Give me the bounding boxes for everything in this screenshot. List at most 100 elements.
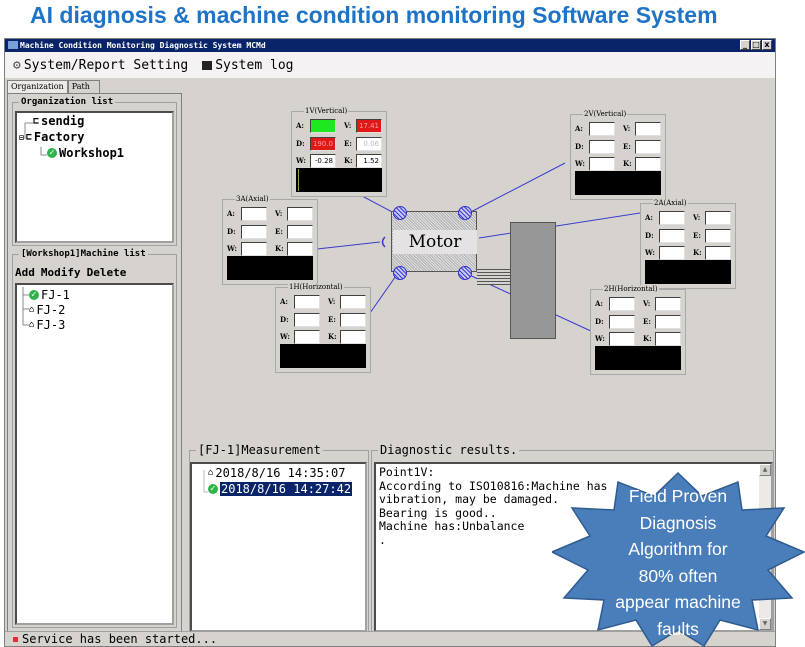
menu-system-log[interactable]: System log — [202, 58, 293, 73]
value-k — [287, 242, 313, 256]
machine-list-group: [Workshop1]Machine list Add Modify Delet… — [12, 249, 177, 628]
modify-button[interactable]: Modify — [40, 266, 81, 279]
value-a — [659, 211, 685, 225]
value-w — [589, 157, 615, 171]
value-v — [287, 207, 313, 221]
value-k — [340, 330, 366, 344]
field-label: K: — [643, 334, 652, 343]
field-label: D: — [575, 142, 584, 151]
value-v — [635, 122, 661, 136]
check-icon: ✓ — [208, 484, 218, 494]
diagnostic-line: . — [379, 532, 386, 547]
bearing-icon[interactable] — [393, 206, 407, 220]
close-button[interactable]: x — [762, 40, 772, 50]
menu-label: System log — [215, 57, 294, 73]
value-k — [635, 157, 661, 171]
field-label: E: — [643, 317, 651, 326]
add-button[interactable]: Add — [15, 266, 35, 279]
waveform-display — [645, 260, 731, 284]
scroll-up-button[interactable]: ▲ — [759, 464, 771, 476]
sensor-title: 2V(Vertical) — [583, 110, 628, 118]
status-bar: Service has been started... — [5, 631, 775, 646]
sensor-panel-2a[interactable]: 2A(Axial) A: V: D: E: W: K: — [640, 199, 736, 289]
diagnostic-line: According to ISO10816:Machine has — [379, 478, 608, 493]
field-label: K: — [623, 159, 632, 168]
field-label: W: — [280, 332, 290, 341]
waveform-display — [280, 344, 366, 368]
delete-button[interactable]: Delete — [86, 266, 127, 279]
sensor-title: 1V(Vertical) — [304, 107, 349, 115]
diagnostic-line: vibration, may be damaged. — [379, 492, 560, 506]
diagnostic-line: Machine has:Unbalance — [379, 519, 525, 533]
field-label: D: — [645, 231, 654, 240]
diagnostic-line: Bearing is good.. — [379, 505, 497, 520]
tree-item-factory[interactable]: ⊟ ⊏ Factory — [19, 130, 85, 144]
measurement-item[interactable]: ⌂ 2018/8/16 14:35:07 — [208, 466, 346, 480]
organization-tree: ⊏ sendig ⊟ ⊏ Factory ✓ Workshop1 — [15, 111, 174, 243]
field-label: A: — [296, 121, 305, 130]
field-label: W: — [575, 159, 585, 168]
tab-organization[interactable]: Organization — [7, 80, 68, 93]
value-d — [589, 140, 615, 154]
measurement-list: ⌂ 2018/8/16 14:35:07 ✓ 2018/8/16 14:27:4… — [190, 462, 367, 632]
title-bar: Machine Condition Monitoring Diagnostic … — [5, 39, 775, 52]
motor[interactable]: Motor — [391, 211, 477, 272]
sensor-panel-2v[interactable]: 2V(Vertical) A: V: D: E: W: K: — [570, 110, 666, 200]
check-icon: ✓ — [29, 290, 39, 300]
bearing-icon[interactable] — [458, 266, 472, 280]
sensor-panel-1h[interactable]: 1H(Horizontal) A: V: D: E: W: K: — [275, 283, 371, 373]
measurement-item-selected[interactable]: ✓ 2018/8/16 14:27:42 — [208, 482, 353, 496]
scroll-down-button[interactable]: ▼ — [759, 618, 771, 630]
field-label: E: — [623, 142, 631, 151]
machine-diagram: Motor 1V(Vertical) A: V: 17.41 D: 190.0 … — [185, 83, 775, 447]
app-icon — [8, 41, 18, 49]
tab-path[interactable]: Path — [67, 80, 100, 93]
left-tabs: Organization Path — [7, 80, 100, 93]
shaft — [477, 269, 510, 285]
tree-item-workshop1[interactable]: ✓ Workshop1 — [47, 146, 125, 160]
value-e — [705, 229, 731, 243]
field-label: W: — [595, 334, 605, 343]
callout-line: faults — [657, 618, 699, 639]
organization-title: Organization list — [19, 97, 116, 107]
bearing-icon[interactable] — [458, 206, 472, 220]
tree-lines — [24, 122, 47, 156]
value-k — [705, 246, 731, 260]
value-a — [310, 119, 336, 133]
value-d — [241, 225, 267, 239]
machine-item-fj-3[interactable]: ⌂ FJ-3 — [29, 318, 66, 332]
value-w: -0.28 — [310, 154, 336, 168]
field-label: E: — [693, 231, 701, 240]
left-panel: Organization list ⊏ sendig ⊟ ⊏ Factory ✓… — [7, 93, 182, 633]
menu-system-report-setting[interactable]: ⚙ System/Report Setting — [13, 58, 188, 73]
link-3a — [316, 241, 381, 250]
sensor-panel-2h[interactable]: 2H(Horizontal) A: V: D: E: W: K: — [590, 285, 686, 375]
measurement-group: [FJ-1]Measurement ⌂ 2018/8/16 14:35:07 ✓… — [189, 443, 369, 633]
window-title: Machine Condition Monitoring Diagnostic … — [20, 41, 266, 50]
field-label: D: — [296, 139, 305, 148]
field-label: A: — [595, 299, 604, 308]
waveform-display — [575, 171, 661, 195]
field-label: V: — [328, 297, 336, 306]
axial-sensor-3a — [381, 236, 386, 248]
minimize-button[interactable]: _ — [740, 40, 750, 50]
callout-line: Algorithm for — [628, 539, 728, 559]
field-label: W: — [645, 248, 655, 257]
machine-item-fj-2[interactable]: ⌂ FJ-2 — [29, 303, 66, 317]
tree-item-sendig[interactable]: ⊏ sendig — [33, 114, 85, 128]
collapse-icon[interactable]: ⊟ — [19, 132, 24, 142]
bearing-icon[interactable] — [393, 266, 407, 280]
maximize-button[interactable]: □ — [751, 40, 761, 50]
field-label: V: — [643, 299, 651, 308]
callout-line: appear machine — [615, 592, 741, 612]
diagnostic-title: Diagnostic results. — [378, 443, 520, 457]
page-banner: AI diagnosis & machine condition monitor… — [30, 2, 718, 28]
sensor-panel-3a[interactable]: 3A(Axial) A: V: D: E: W: K: — [222, 195, 318, 285]
machine-item-fj-1[interactable]: ✓ FJ-1 — [29, 288, 70, 302]
machine-toolbar: Add Modify Delete — [15, 266, 126, 279]
sensor-panel-1v[interactable]: 1V(Vertical) A: V: 17.41 D: 190.0 E: 0.0… — [291, 107, 387, 197]
value-a — [241, 207, 267, 221]
value-a — [609, 297, 635, 311]
value-d — [294, 313, 320, 327]
check-icon: ✓ — [47, 148, 57, 158]
